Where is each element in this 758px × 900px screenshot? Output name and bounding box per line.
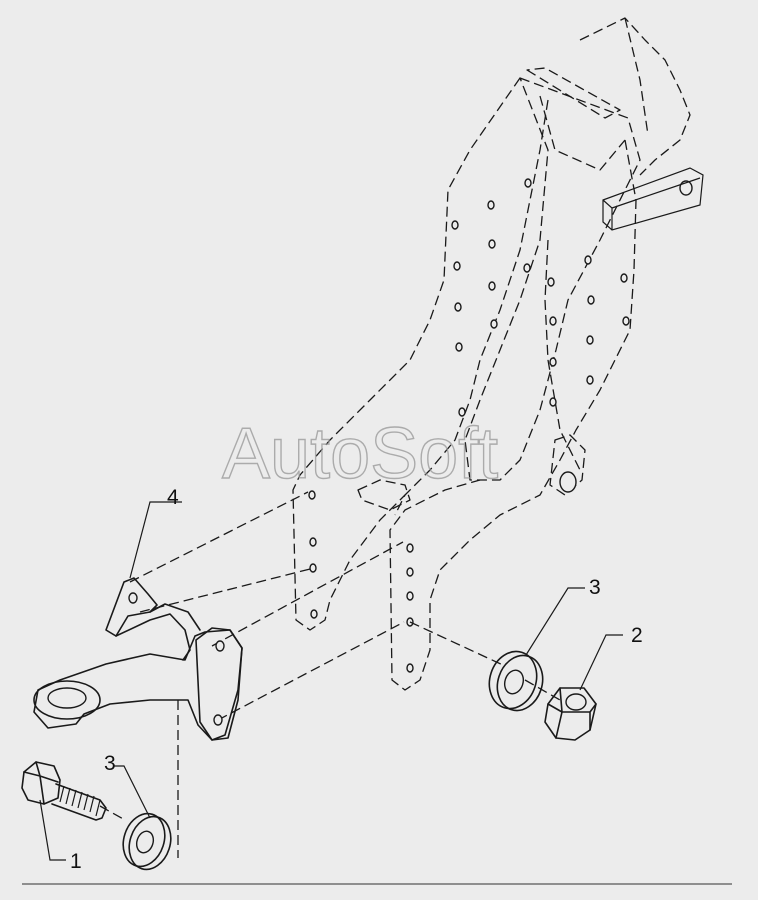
- callout-label-2: 2: [631, 624, 643, 647]
- callout-label-1: 1: [70, 850, 82, 873]
- frame-crossbar: [602, 167, 704, 231]
- nut: [544, 687, 597, 741]
- towing-eye-bracket: [33, 577, 243, 741]
- washer-right: [488, 650, 544, 712]
- callout-leaders: [39, 501, 623, 861]
- callout-label-3-left: 3: [104, 752, 116, 775]
- watermark: AutoSoft: [222, 414, 498, 494]
- washer-left: [122, 812, 172, 871]
- assembly-lines: [99, 491, 561, 858]
- callout-label-3-right: 3: [589, 576, 601, 599]
- callout-label-4: 4: [167, 486, 179, 509]
- frame-rail-outline: [292, 17, 691, 691]
- frame-holes: [308, 178, 693, 673]
- bolt: [21, 761, 107, 821]
